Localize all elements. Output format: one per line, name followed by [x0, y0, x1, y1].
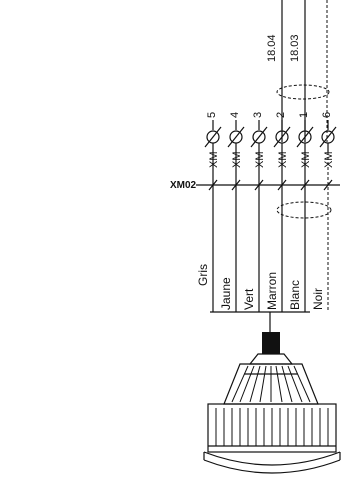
terminal-prefix-1: XM — [300, 152, 312, 169]
terminal-symbols — [204, 120, 337, 152]
connector-slashes — [208, 179, 333, 191]
wire-color-marron: Marron — [265, 272, 279, 310]
connector-label: XM02 — [170, 180, 197, 191]
terminal-number-2: 2 — [275, 112, 287, 118]
terminal-prefix-3: XM — [254, 152, 266, 169]
cable-color-label: Gris — [196, 264, 210, 286]
device-base-rim — [203, 459, 341, 474]
device-connector-block — [262, 332, 280, 354]
wire-color-noir: Noir — [311, 288, 325, 310]
device-body — [207, 403, 337, 453]
wire-color-vert: Vert — [242, 288, 256, 310]
device-base — [203, 451, 341, 466]
shield-loop-top — [276, 84, 330, 100]
terminal-number-5: 5 — [206, 112, 218, 118]
terminal-number-1: 1 — [298, 112, 310, 118]
terminal-number-6: 6 — [321, 112, 333, 118]
wire-color-blanc: Blanc — [288, 280, 302, 310]
terminal-prefix-5: XM — [208, 152, 220, 169]
terminal-symbol-2 — [273, 120, 291, 152]
terminal-symbol-1 — [296, 120, 314, 152]
terminal-number-3: 3 — [252, 112, 264, 118]
terminal-prefix-2: XM — [277, 152, 289, 169]
wire-label-18-04: 18.04 — [266, 34, 278, 62]
terminal-prefix-6: XM — [323, 152, 335, 169]
terminal-symbol-5 — [204, 120, 222, 152]
wire-color-jaune: Jaune — [219, 277, 233, 310]
shield-loop-bottom — [276, 201, 332, 219]
terminal-symbol-3 — [250, 120, 268, 152]
terminal-number-4: 4 — [229, 112, 241, 118]
wire-label-18-03: 18.03 — [289, 34, 301, 62]
terminal-prefix-4: XM — [231, 152, 243, 169]
terminal-symbol-4 — [227, 120, 245, 152]
terminal-symbol-6 — [319, 120, 337, 152]
speaker-device — [203, 332, 341, 474]
